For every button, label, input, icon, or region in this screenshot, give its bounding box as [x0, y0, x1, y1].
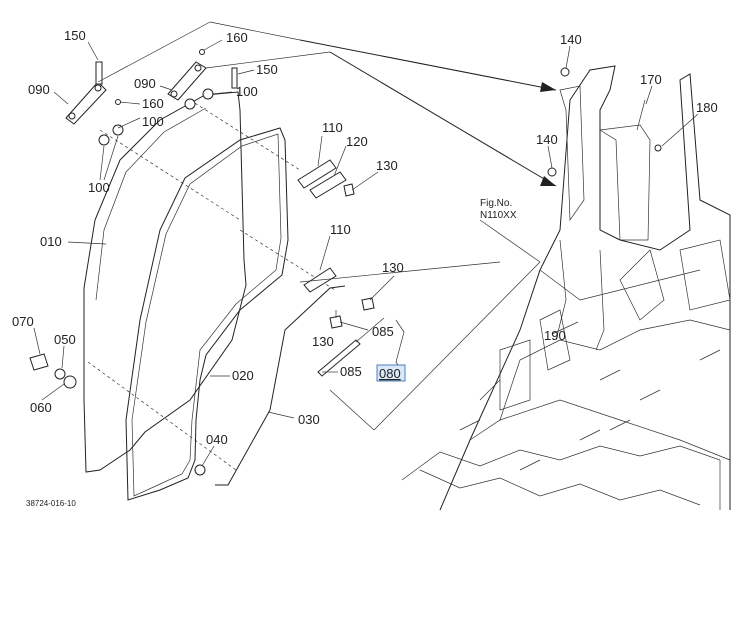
fig-ref-line1: Fig.No.	[480, 198, 512, 209]
callout-030[interactable]: 030	[298, 412, 320, 427]
callout-140-b[interactable]: 140	[536, 132, 558, 147]
callout-130-c[interactable]: 130	[312, 334, 334, 349]
hinge-left	[65, 81, 107, 125]
callout-085-b[interactable]: 085	[340, 364, 362, 379]
callout-040[interactable]: 040	[206, 432, 228, 447]
door-rod	[215, 285, 346, 486]
callout-170[interactable]: 170	[640, 72, 662, 87]
callout-020[interactable]: 020	[232, 368, 254, 383]
callout-100-b[interactable]: 100	[142, 114, 164, 129]
callout-060[interactable]: 060	[30, 400, 52, 415]
callout-130-a[interactable]: 130	[376, 158, 398, 173]
callout-140-a[interactable]: 140	[560, 32, 582, 47]
callout-150-a[interactable]: 150	[64, 28, 86, 43]
callout-120[interactable]: 120	[346, 134, 368, 149]
callout-160-a[interactable]: 160	[226, 30, 248, 45]
callout-190[interactable]: 190	[544, 328, 566, 343]
callout-090-b[interactable]: 090	[134, 76, 156, 91]
callout-100-c[interactable]: 100	[88, 180, 110, 195]
callout-050[interactable]: 050	[54, 332, 76, 347]
callout-160-b[interactable]: 160	[142, 96, 164, 111]
door-glass-panel	[83, 91, 247, 473]
callout-080-highlight	[376, 364, 406, 382]
callout-110-a[interactable]: 110	[322, 120, 343, 135]
callout-090-a[interactable]: 090	[28, 82, 50, 97]
callout-100-a[interactable]: 100	[236, 84, 258, 99]
door-seal	[125, 127, 289, 501]
callout-085-a[interactable]: 085	[372, 324, 394, 339]
washer	[112, 124, 124, 136]
callout-070[interactable]: 070	[12, 314, 34, 329]
callout-010[interactable]: 010	[40, 234, 62, 249]
figure-code: 38724-016-10	[26, 499, 76, 508]
gas-strut	[317, 339, 361, 377]
callout-150-b[interactable]: 150	[256, 62, 278, 77]
fig-ref-line2: N110XX	[480, 210, 517, 221]
callout-180[interactable]: 180	[696, 100, 718, 115]
callout-130-b[interactable]: 130	[382, 260, 404, 275]
callout-080[interactable]: 080	[379, 366, 401, 381]
callout-110-b[interactable]: 110	[330, 222, 351, 237]
